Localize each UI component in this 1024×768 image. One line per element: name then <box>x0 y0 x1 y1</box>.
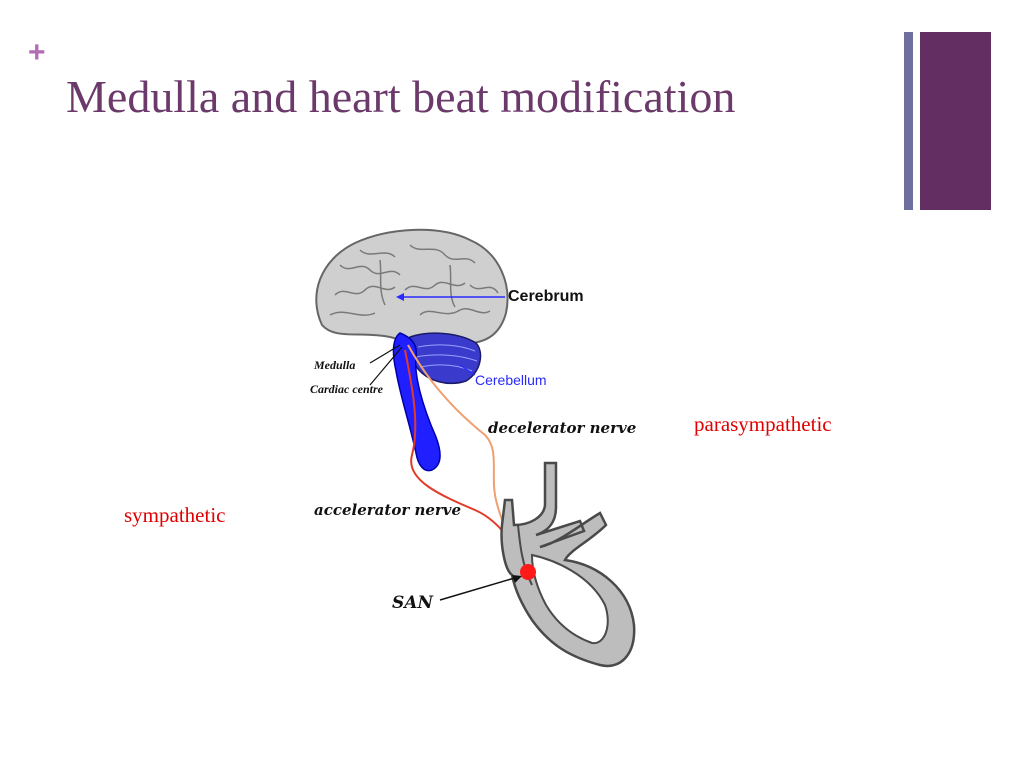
decelerator-nerve-label: decelerator nerve <box>488 419 636 437</box>
san-label: SAN <box>392 593 434 613</box>
cerebellum-arrow <box>459 364 476 376</box>
san-node <box>520 564 536 580</box>
heart-septum <box>517 524 533 586</box>
san-arrow <box>439 576 519 601</box>
accelerator-nerve-label: accelerator nerve <box>314 501 461 519</box>
cardiac-centre-arrow <box>369 346 403 386</box>
medulla-label: Medulla <box>313 358 355 372</box>
cardiac-centre-label: Cardiac centre <box>310 382 384 396</box>
sympathetic-label: sympathetic <box>124 503 226 527</box>
cerebrum-label: Cerebrum <box>508 288 584 305</box>
decor-bar-wide <box>920 32 991 210</box>
plus-icon: + <box>28 36 46 69</box>
cerebellum-label: Cerebellum <box>475 372 547 388</box>
cerebrum-folds <box>329 244 499 316</box>
cerebellum-folds <box>415 344 478 372</box>
heart-inner-chamber <box>530 553 609 645</box>
san-arrowhead <box>512 575 522 583</box>
brain-heart-diagram: Cerebrum Cerebellum Medulla Cardiac cent… <box>310 228 636 668</box>
medulla-arrow <box>369 344 401 364</box>
cerebrum-arrowhead <box>396 293 404 301</box>
heart-outline <box>500 461 636 668</box>
decor-bar-thin <box>904 32 913 210</box>
parasympathetic-label: parasympathetic <box>694 412 832 436</box>
slide-title: Medulla and heart beat modification <box>66 71 736 122</box>
